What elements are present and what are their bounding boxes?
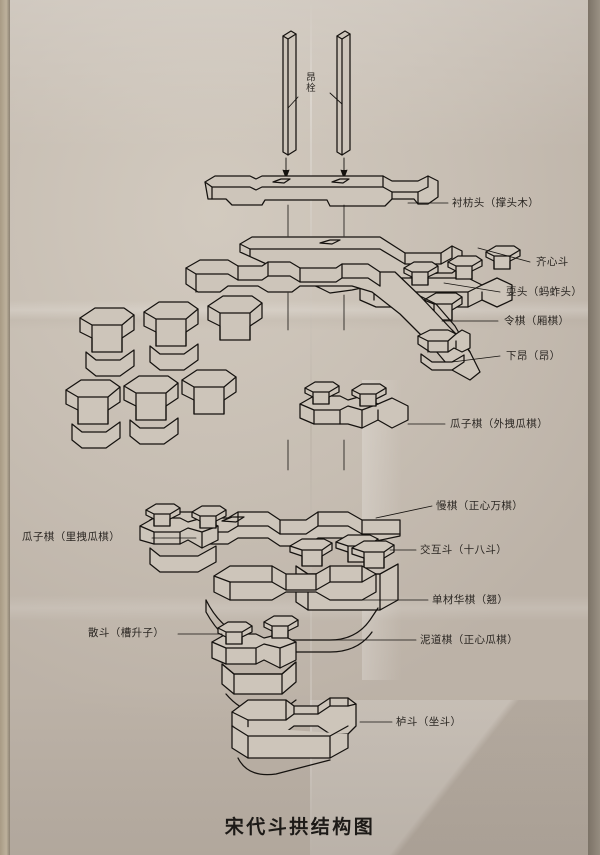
part-guazi-gong-inner-left: [139, 503, 227, 573]
part-guazi-gong-outer: [299, 381, 409, 429]
label-guazi-gong-outer: 瓜子棋（外拽瓜棋）: [450, 418, 549, 430]
label-ling-gong: 令棋（厢棋）: [504, 315, 570, 327]
poster-title: 宋代斗拱结构图: [224, 816, 376, 838]
label-qi-xin-dou: 齐心斗: [536, 256, 569, 268]
part-dancai-huagong: [205, 565, 379, 653]
part-nidao-gong: [211, 615, 299, 715]
label-lu-dou: 栌斗（坐斗）: [396, 716, 462, 728]
label-guazi-gong-inner: 瓜子棋（里拽瓜棋）: [22, 531, 121, 543]
label-nidao-gong: 泥道棋（正心瓜棋）: [420, 634, 519, 646]
part-xia-ang-slanted-beam: [185, 259, 481, 381]
label-chen-fang-tou: 衬枋头（撑头木）: [452, 197, 540, 209]
assembly-arrow-pegs: [282, 157, 348, 179]
part-left-mid-dou-cluster: [65, 369, 237, 449]
label-xia-ang: 下昂（昂）: [506, 350, 561, 362]
label-man-gong: 慢棋（正心万棋）: [436, 500, 524, 512]
part-dou-blocks-upper-right: [403, 245, 521, 286]
part-lu-dou: [231, 697, 357, 776]
leader-lines: [151, 92, 531, 723]
label-jiaohu-dou: 交互斗（十八斗）: [420, 544, 508, 556]
part-ang-shuan-peg-left: [282, 30, 297, 156]
part-xia-ang-tip-dou: [417, 329, 471, 371]
part-left-upper-dou-cluster: [79, 295, 263, 377]
part-chenfangtou-top-beam: [204, 175, 439, 207]
label-san-dou: 散斗（槽升子）: [88, 627, 165, 639]
assembly-centerlines: [287, 204, 345, 471]
label-dancai-huagong: 单材华棋（翘）: [432, 594, 509, 606]
label-shua-tou: 耍头（蚂蚱头）: [506, 286, 583, 298]
part-ang-shuan-peg-right: [336, 30, 351, 156]
label-ang-shuan: 昂栓: [303, 72, 315, 93]
